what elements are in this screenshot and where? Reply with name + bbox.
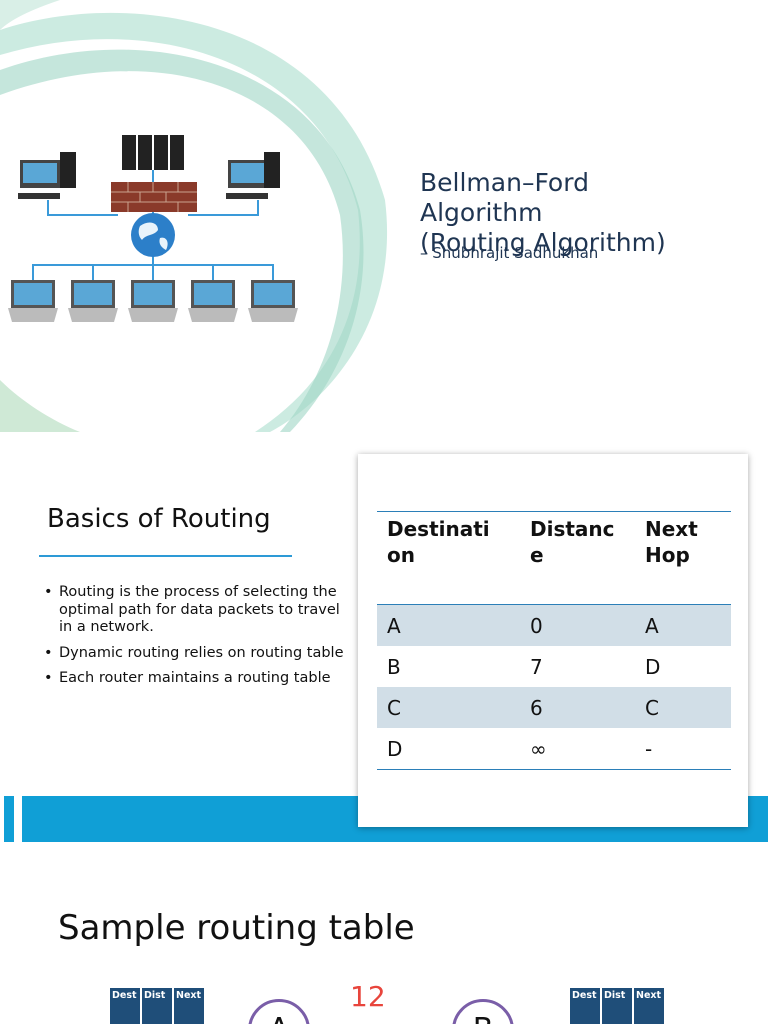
column-header-next-hop: Next Hop: [635, 511, 731, 605]
routing-table-card: Destinati on Distanc e Next Hop A 0 A B …: [358, 454, 748, 827]
table-row: C 6 C: [377, 687, 731, 728]
table-row: A 0 A: [377, 604, 731, 646]
mini-header-cell: Next: [174, 988, 204, 1024]
routing-table: Destinati on Distanc e Next Hop A 0 A B …: [377, 511, 731, 770]
table-row: D ∞ -: [377, 728, 731, 770]
laptop-icon: [8, 280, 58, 322]
column-header-destination: Destinati on: [377, 511, 520, 605]
router-node-a: A: [248, 999, 310, 1024]
mini-header-cell: Dist: [602, 988, 632, 1024]
section-title: Sample routing table: [58, 908, 415, 948]
title-line: Algorithm: [420, 198, 543, 227]
section-title: Basics of Routing: [47, 504, 271, 534]
laptop-icon: [68, 280, 118, 322]
table-cell: D: [645, 654, 661, 679]
title-underline: [39, 555, 292, 557]
mini-header-cell: Dist: [142, 988, 172, 1024]
mini-header-cell: Dest: [110, 988, 140, 1024]
mini-header-cell: Dest: [570, 988, 600, 1024]
table-cell: C: [377, 687, 520, 728]
author-subtitle: – Shubhrajit Sadhukhan: [420, 244, 599, 262]
bullet-list: Routing is the process of selecting the …: [44, 584, 344, 696]
network-diagram-illustration: [8, 135, 298, 322]
table-cell: A: [635, 604, 731, 646]
table-cell: B: [387, 654, 401, 679]
globe-icon: [131, 213, 175, 257]
slide-title-text: Bellman–Ford Algorithm (Routing Algorith…: [420, 168, 666, 258]
title-line: Bellman–Ford: [420, 168, 589, 197]
edge-weight-label: 12: [350, 980, 386, 1013]
slide-sample: Sample routing table Dest Dist Next Dest…: [0, 862, 768, 1024]
accent-bar-small: [4, 796, 14, 842]
mini-header-cell: Next: [634, 988, 664, 1024]
slide-title: Bellman–Ford Algorithm (Routing Algorith…: [0, 0, 768, 432]
table-row: B 7 D: [377, 646, 731, 687]
server-icon: [122, 135, 184, 170]
table-cell: A: [377, 604, 520, 646]
desktop-computer-icon: [18, 152, 76, 199]
bullet-item: Dynamic routing relies on routing table: [44, 645, 344, 663]
table-cell: D: [377, 728, 520, 770]
table-cell: -: [635, 728, 731, 770]
column-header-distance: Distanc e: [520, 511, 635, 605]
table-cell: C: [635, 687, 731, 728]
mini-routing-table-b: Dest Dist Next: [570, 988, 664, 1024]
laptop-icon: [188, 280, 238, 322]
table-header-row: Destinati on Distanc e Next Hop: [377, 511, 731, 605]
title-line: (Routing Algorithm): [420, 228, 666, 257]
table-cell: 6: [520, 687, 635, 728]
table-cell: 0: [520, 604, 635, 646]
bullet-item: Each router maintains a routing table: [44, 670, 344, 688]
table-cell: ∞: [520, 728, 635, 770]
desktop-computer-icon: [226, 152, 280, 199]
firewall-icon: [111, 182, 197, 212]
table-cell: 7: [530, 654, 543, 679]
slide-basics: Basics of Routing Routing is the process…: [0, 432, 768, 862]
decorative-swoosh: [0, 0, 387, 432]
laptop-icon: [128, 280, 178, 322]
bullet-item: Routing is the process of selecting the …: [44, 584, 344, 637]
laptop-icon: [248, 280, 298, 322]
mini-routing-table-a: Dest Dist Next: [110, 988, 204, 1024]
router-node-b: B: [452, 999, 514, 1024]
